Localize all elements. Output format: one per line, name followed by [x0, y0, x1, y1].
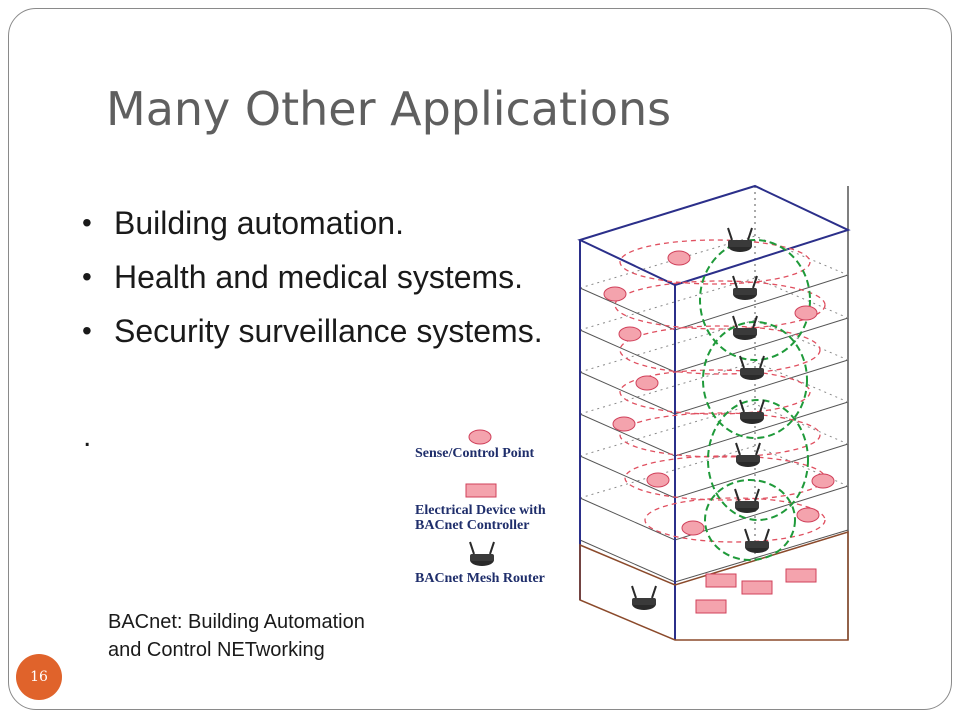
basement: [579, 530, 849, 641]
legend-electrical-device-label-2: BACnet Controller: [415, 518, 530, 533]
caption-line-2: and Control NETworking: [108, 639, 325, 661]
roof: [577, 184, 851, 287]
legend-electrical-device-icon: [465, 483, 497, 498]
legend-electrical-device-label-1: Electrical Device with: [415, 503, 546, 518]
mesh-routers: [631, 227, 770, 611]
bullet-item: Security surveillance systems.: [80, 304, 543, 358]
legend-sense-point-icon: [468, 429, 492, 445]
red-links: [614, 239, 826, 543]
slide-frame: [8, 8, 952, 710]
bullet-list: Building automation. Health and medical …: [80, 196, 543, 358]
bullet-item: Health and medical systems.: [80, 250, 543, 304]
legend-router-label: BACnet Mesh Router: [415, 571, 545, 586]
sense-points: [603, 250, 835, 536]
slide-title: Many Other Applications: [106, 82, 672, 136]
electrical-devices: [695, 568, 817, 614]
page-number-badge: 16: [16, 654, 62, 700]
legend-router-icon: [469, 541, 495, 567]
back-floor-lines: [579, 235, 849, 499]
diagram-caption: BACnet: Building Automation and Control …: [108, 608, 365, 664]
stray-dot: .: [83, 420, 92, 453]
bullet-item: Building automation.: [80, 196, 543, 250]
legend-sense-point-label: Sense/Control Point: [415, 446, 535, 461]
caption-line-1: BACnet: Building Automation: [108, 611, 365, 633]
